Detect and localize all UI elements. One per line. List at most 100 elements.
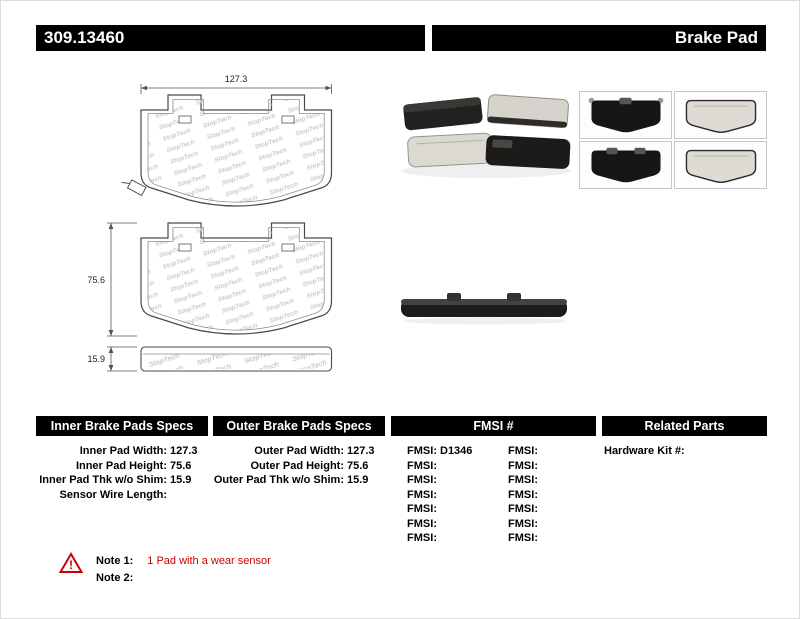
fmsi-column-2: FMSI: FMSI: FMSI: FMSI: FMSI: FMSI: FMSI…: [494, 444, 595, 546]
pad-edge-view: [140, 346, 333, 372]
related-parts-table: Hardware Kit #:: [604, 444, 764, 459]
spec-value: 127.3: [170, 445, 198, 457]
photo-frame-backplate-bottom: [579, 141, 672, 189]
fmsi-row: FMSI:: [393, 502, 494, 517]
wear-sensor-clip: [121, 179, 147, 197]
fmsi-value: [437, 517, 440, 532]
dim-arrow-left: [141, 85, 147, 91]
note-1: Note 1: 1 Pad with a wear sensor: [96, 555, 271, 567]
spec-value: 15.9: [170, 474, 192, 486]
fmsi-value: [437, 459, 440, 474]
warning-triangle-icon: !: [59, 552, 83, 573]
inner-specs-table: Inner Pad Width:127.3 Inner Pad Height:7…: [36, 444, 206, 502]
photo-frame-friction-bottom: [674, 141, 767, 189]
fmsi-value: [437, 502, 440, 517]
fmsi-row: FMSI:: [393, 459, 494, 474]
fmsi-row: FMSI:: [393, 488, 494, 503]
fmsi-row: FMSI:: [494, 517, 595, 532]
note-2-label: Note 2:: [96, 572, 134, 584]
fmsi-row: FMSI:: [494, 473, 595, 488]
note-1-text: 1 Pad with a wear sensor: [147, 555, 271, 567]
dim-arrow-right: [325, 85, 332, 91]
product-photo-grid: [579, 91, 767, 189]
fmsi-label: FMSI:: [407, 488, 437, 501]
photo-frame-backplate-top: [579, 91, 672, 139]
spec-value: 15.9: [347, 474, 369, 486]
spec-row: Outer Pad Height:75.6: [213, 459, 383, 474]
spec-row: Inner Pad Width:127.3: [36, 444, 206, 459]
technical-drawing: StopTech 127.3 75.6: [87, 74, 333, 372]
backplate-slot: [178, 115, 192, 124]
spec-row: Hardware Kit #:: [604, 444, 764, 459]
fmsi-row: FMSI:: [393, 517, 494, 532]
fmsi-value: [538, 517, 541, 532]
photo-pad-back-right: [487, 94, 569, 128]
fmsi-row: FMSI:: [494, 488, 595, 503]
dim-width-label: 127.3: [225, 74, 248, 84]
pad-outline-bottom: [140, 222, 333, 335]
fmsi-value: [538, 459, 541, 474]
fmsi-label: FMSI:: [508, 517, 538, 530]
backplate-slot: [178, 243, 192, 252]
spec-row: Outer Pad Width:127.3: [213, 444, 383, 459]
fmsi-label: FMSI:: [407, 532, 437, 544]
spec-row: Inner Pad Thk w/o Shim:15.9: [36, 473, 206, 488]
inner-specs-header: Inner Brake Pads Specs: [36, 416, 208, 436]
spec-label: Inner Pad Height:: [75, 459, 167, 472]
fmsi-row: FMSI:: [494, 502, 595, 517]
fmsi-header: FMSI #: [391, 416, 596, 436]
fmsi-value: [538, 444, 541, 459]
fmsi-label: FMSI:: [407, 459, 437, 472]
product-photo-pad-set: [401, 94, 571, 178]
pad-outline-top: [121, 94, 333, 207]
spec-value: [167, 488, 206, 503]
spec-row: Sensor Wire Length:: [36, 488, 206, 503]
spec-row: Outer Pad Thk w/o Shim:15.9: [213, 473, 383, 488]
fmsi-label: FMSI:: [508, 488, 538, 501]
fmsi-row: FMSI:D1346: [393, 444, 494, 459]
fmsi-label: FMSI:: [508, 459, 538, 472]
photo-pad-back-left: [403, 97, 483, 131]
fmsi-row: FMSI:: [494, 444, 595, 459]
fmsi-value: [538, 531, 541, 546]
fmsi-value: [437, 473, 440, 488]
part-number-bar: 309.13460: [36, 25, 425, 51]
spec-label: Inner Pad Width:: [79, 445, 167, 457]
photo-pad-front-left: [407, 132, 493, 168]
fmsi-label: FMSI:: [508, 474, 538, 486]
fmsi-row: FMSI:: [393, 473, 494, 488]
spec-label: Inner Pad Thk w/o Shim:: [39, 474, 167, 486]
note-1-label: Note 1:: [96, 555, 134, 567]
fmsi-value: D1346: [440, 445, 473, 457]
backplate-slot: [281, 115, 295, 124]
fmsi-table: FMSI:D1346 FMSI: FMSI: FMSI: FMSI: FMSI:…: [393, 444, 595, 546]
fmsi-value: [538, 473, 541, 488]
spec-label: Sensor Wire Length:: [59, 488, 167, 501]
fmsi-label: FMSI:: [508, 532, 538, 544]
dim-height-label: 75.6: [87, 275, 105, 285]
fmsi-label: FMSI:: [407, 474, 437, 486]
outer-specs-header: Outer Brake Pads Specs: [213, 416, 385, 436]
related-parts-header: Related Parts: [602, 416, 767, 436]
spec-value: 127.3: [347, 445, 375, 457]
spec-label: Outer Pad Height:: [250, 459, 344, 472]
spec-row: Inner Pad Height:75.6: [36, 459, 206, 474]
fmsi-label: FMSI:: [508, 445, 538, 457]
dim-thickness-label: 15.9: [87, 354, 105, 364]
spec-label: Outer Pad Width:: [254, 445, 344, 457]
fmsi-value: [538, 488, 541, 503]
part-number: 309.13460: [44, 28, 125, 47]
product-photo-side-view: [401, 293, 567, 325]
backplate-slot: [281, 243, 295, 252]
product-name-bar: Brake Pad: [432, 25, 766, 51]
fmsi-value: [538, 502, 541, 517]
fmsi-label: FMSI:: [508, 503, 538, 515]
fmsi-value: [437, 531, 440, 546]
spec-label: Outer Pad Thk w/o Shim:: [213, 474, 344, 486]
fmsi-row: FMSI:: [393, 531, 494, 546]
fmsi-row: FMSI:: [494, 459, 595, 474]
note-2: Note 2:: [96, 572, 147, 584]
fmsi-row: FMSI:: [494, 531, 595, 546]
spec-value: 75.6: [170, 459, 192, 472]
fmsi-label: FMSI:: [407, 503, 437, 515]
